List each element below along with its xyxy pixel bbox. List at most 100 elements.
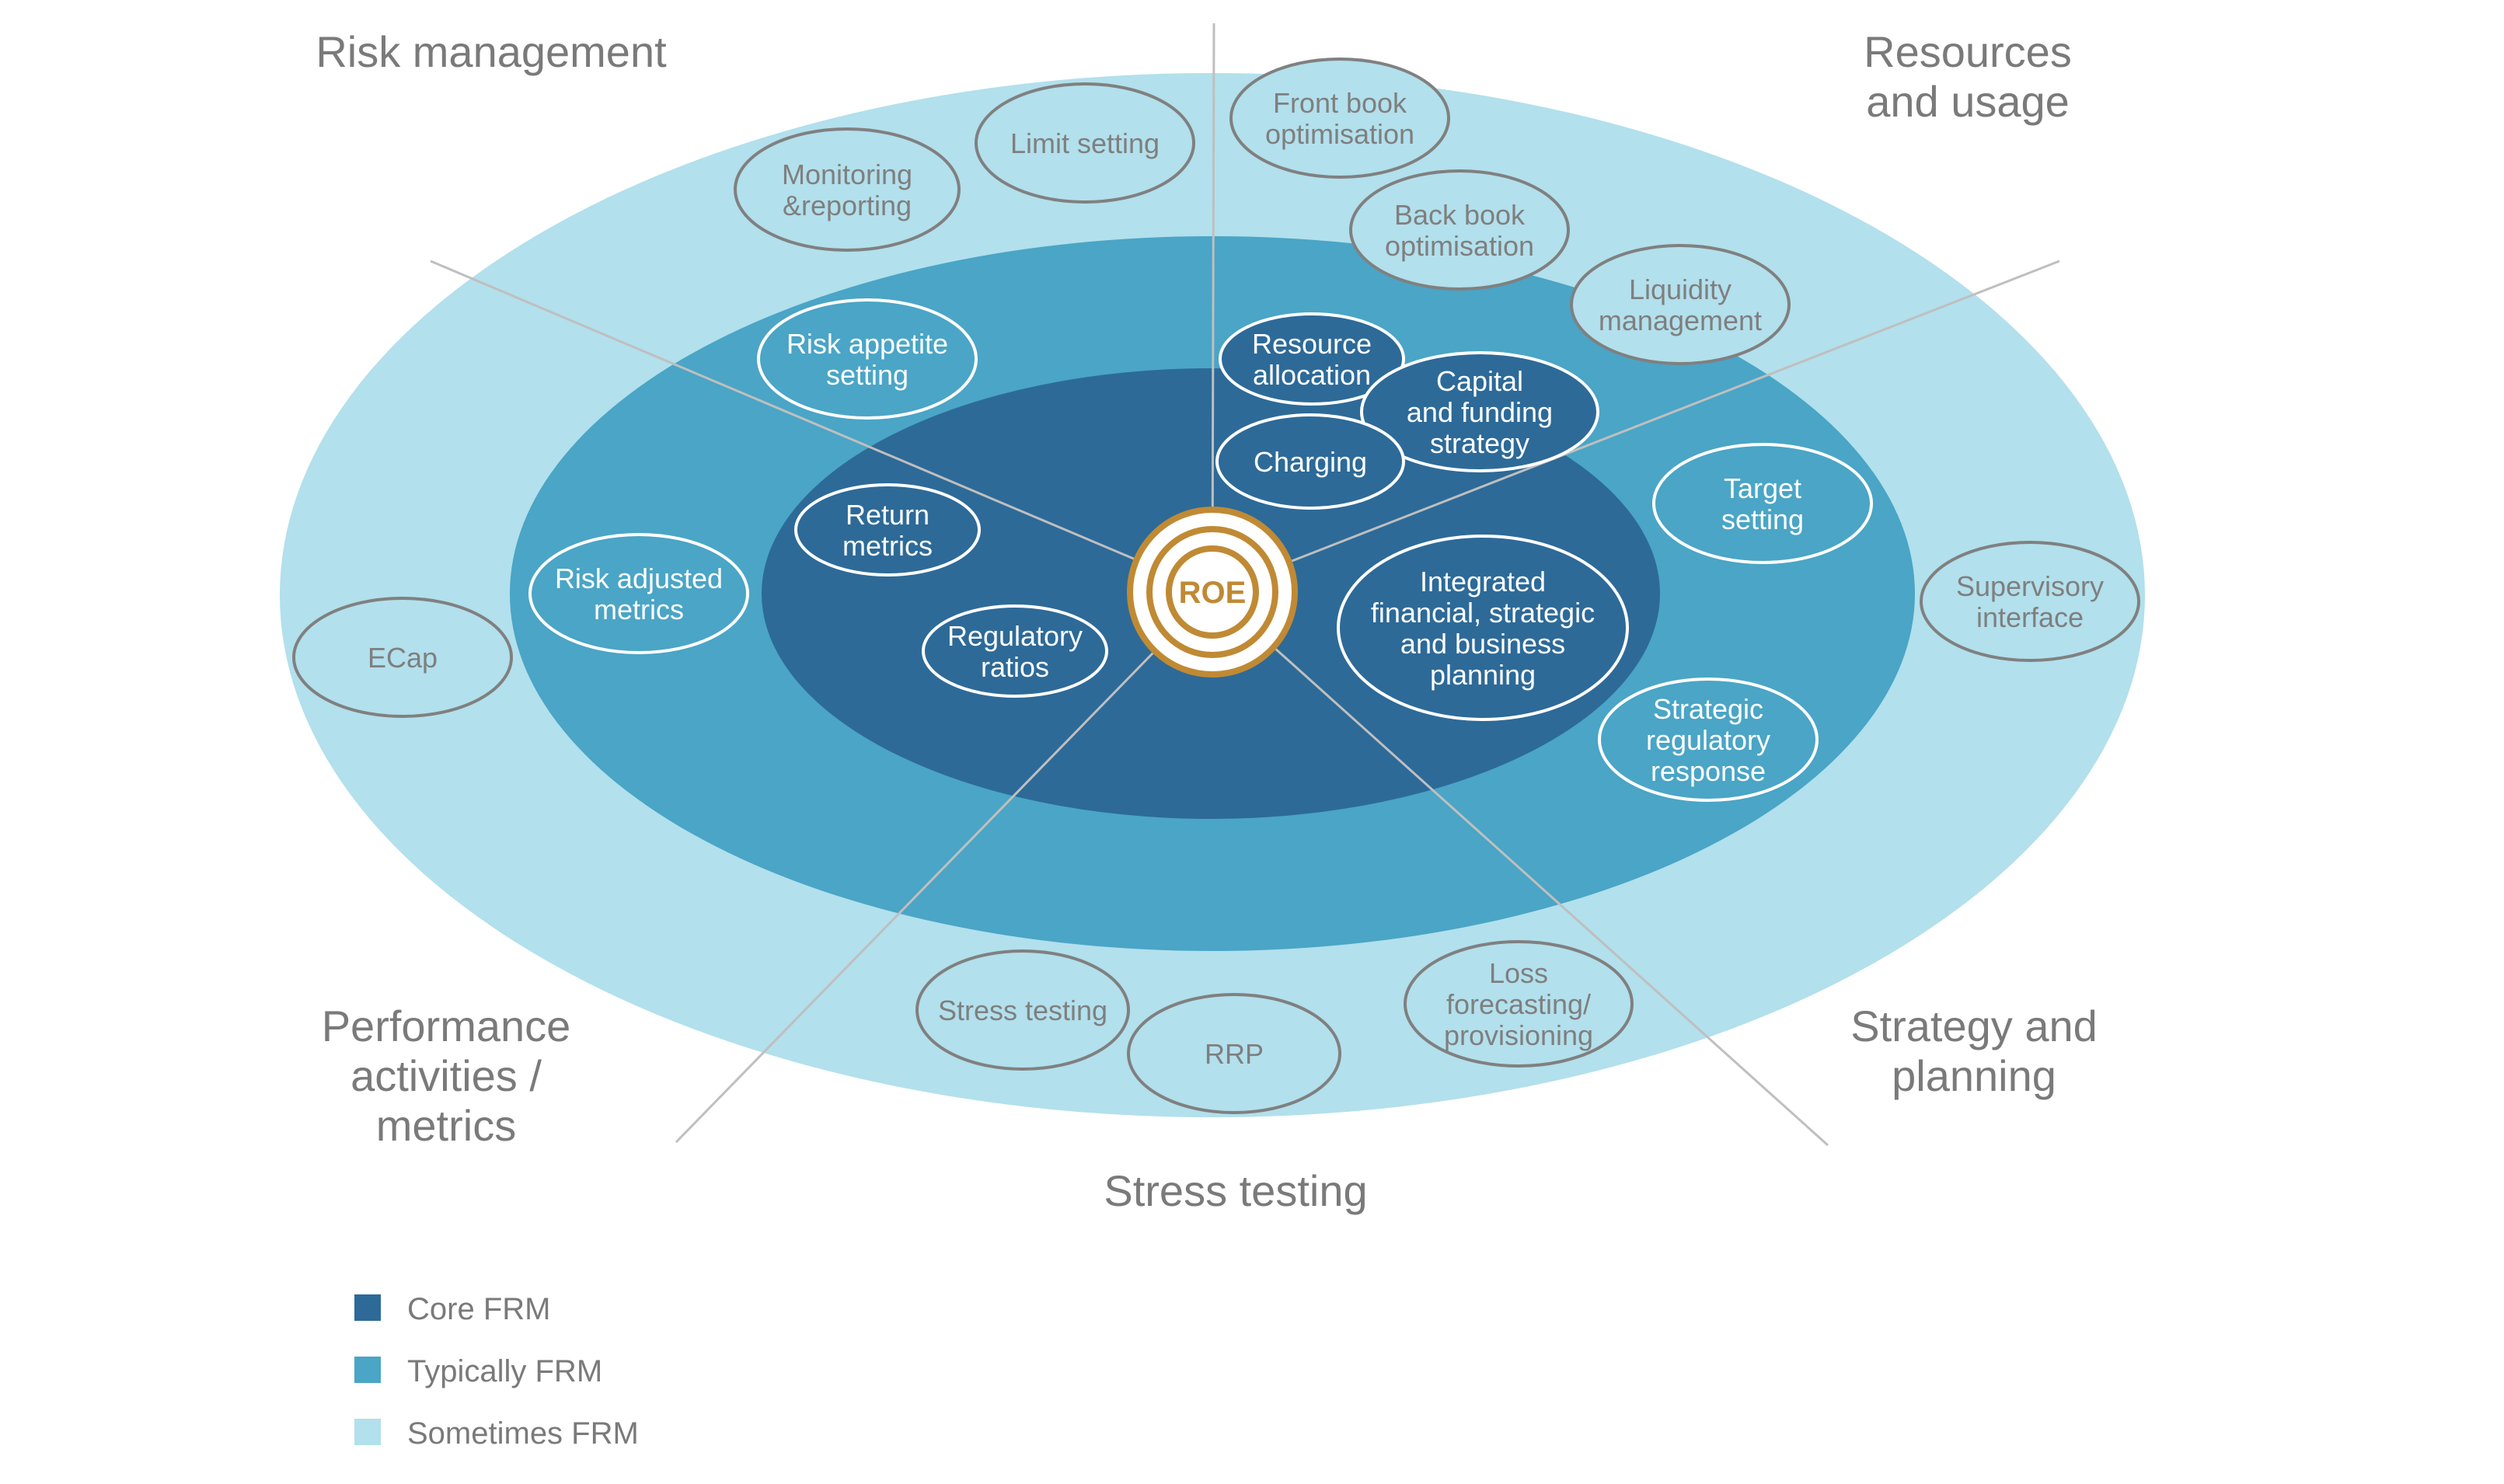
bubble-label: metrics [594, 594, 684, 625]
bubble-label: interface [1976, 601, 2084, 633]
roe-inner-ring [1166, 545, 1259, 639]
bubble-label: Regulatory [947, 620, 1083, 652]
bubble-label: provisioning [1444, 1019, 1593, 1051]
bubble-label: Charging [1254, 446, 1367, 478]
divider-line [1211, 23, 1215, 593]
bubble-label: Stress testing [938, 995, 1107, 1026]
sector-dividers [430, 23, 2060, 1147]
bubble-outline [734, 127, 961, 252]
roe-target[interactable]: ROE [1127, 507, 1298, 678]
legend-swatch [354, 1294, 381, 1321]
bubble-label: regulatory [1646, 724, 1770, 756]
sector-label: metrics [376, 1101, 516, 1150]
bubble-label: Return [846, 499, 929, 531]
bubble-label: Integrated [1420, 566, 1546, 597]
bubble-label: Monitoring [782, 159, 912, 190]
bubble-label: &reporting [783, 190, 912, 221]
bubble-label: Strategic [1653, 693, 1763, 725]
legend-swatch [354, 1357, 381, 1383]
roe-middle-ring [1146, 526, 1278, 658]
bubble-outline [528, 533, 749, 654]
bubble-label: Front book [1273, 87, 1407, 119]
divider-line [1211, 590, 1829, 1147]
bubble-label: Risk appetite [786, 328, 948, 360]
bubble-label: Risk adjusted [555, 563, 723, 594]
bubble-label: Capital [1436, 365, 1523, 397]
bubble-outline [1127, 993, 1341, 1114]
bubble-outline [1229, 57, 1450, 179]
bubble-label: optimisation [1385, 230, 1534, 262]
sector-stress-testing: Stress testing [1104, 1166, 1367, 1215]
sector-label: Strategy and [1850, 1002, 2098, 1050]
divider-line [430, 260, 1213, 594]
bubble-label: Supervisory [1956, 570, 2104, 602]
bubble-charging[interactable]: Charging [1215, 413, 1405, 510]
sector-label: Stress testing [1104, 1166, 1367, 1215]
roe-label: ROE [1179, 576, 1247, 610]
bubble-label: allocation [1253, 359, 1371, 391]
legend-label: Core FRM [407, 1292, 550, 1326]
bubble-label: planning [1430, 659, 1536, 691]
sector-label: Resources [1864, 27, 2072, 76]
sector-label: Performance [322, 1002, 571, 1050]
bubble-label: RRP [1205, 1038, 1264, 1070]
bubble-label: management [1599, 305, 1762, 336]
bubble-label: response [1651, 755, 1766, 787]
bubble-rrp[interactable]: RRP [1127, 993, 1341, 1114]
bubble-monitoring-reporting[interactable]: Monitoring&reporting [734, 127, 961, 252]
bubble-label: Limit setting [1010, 127, 1160, 159]
roe-outer-ring [1127, 507, 1298, 678]
bubble-outline [975, 82, 1195, 204]
legend-label: Typically FRM [407, 1354, 602, 1388]
bubble-label: setting [826, 359, 908, 391]
bubble-label: and funding [1407, 396, 1553, 428]
bubble-outline [794, 483, 981, 577]
bubble-outline [1404, 940, 1634, 1068]
divider-line [675, 590, 1214, 1144]
bubble-outline [1652, 443, 1873, 564]
bubble-outline [1570, 244, 1791, 365]
bubble-ecap[interactable]: ECap [292, 597, 513, 718]
sector-label: planning [1892, 1051, 2056, 1100]
bubble-stress-testing-bubble[interactable]: Stress testing [915, 949, 1130, 1071]
sector-label: Risk management [316, 27, 667, 76]
bubble-outline [1349, 169, 1570, 291]
bubble-limit-setting[interactable]: Limit setting [975, 82, 1195, 204]
bubble-label: Loss [1489, 957, 1548, 989]
sector-risk-management: Risk management [316, 27, 667, 76]
bubble-label: Liquidity [1629, 273, 1732, 305]
bubble-label: metrics [842, 530, 933, 562]
bubble-label: ratios [981, 651, 1049, 683]
bubble-label: strategy [1430, 427, 1529, 459]
bubble-outline [1920, 541, 2140, 662]
legend-item-typically: Typically FRM [354, 1354, 602, 1388]
bubble-label: optimisation [1265, 118, 1414, 150]
bubble-label: Back book [1394, 199, 1526, 231]
bubble-label: setting [1721, 503, 1804, 535]
bubble-label: forecasting/ [1446, 988, 1591, 1020]
bubble-outline [292, 597, 513, 718]
sector-label: activities / [350, 1051, 542, 1100]
bubble-outline [922, 604, 1108, 698]
bubble-outline [1337, 535, 1629, 721]
bubble-label: ECap [368, 642, 438, 674]
bubble-label: Resource [1252, 328, 1372, 360]
